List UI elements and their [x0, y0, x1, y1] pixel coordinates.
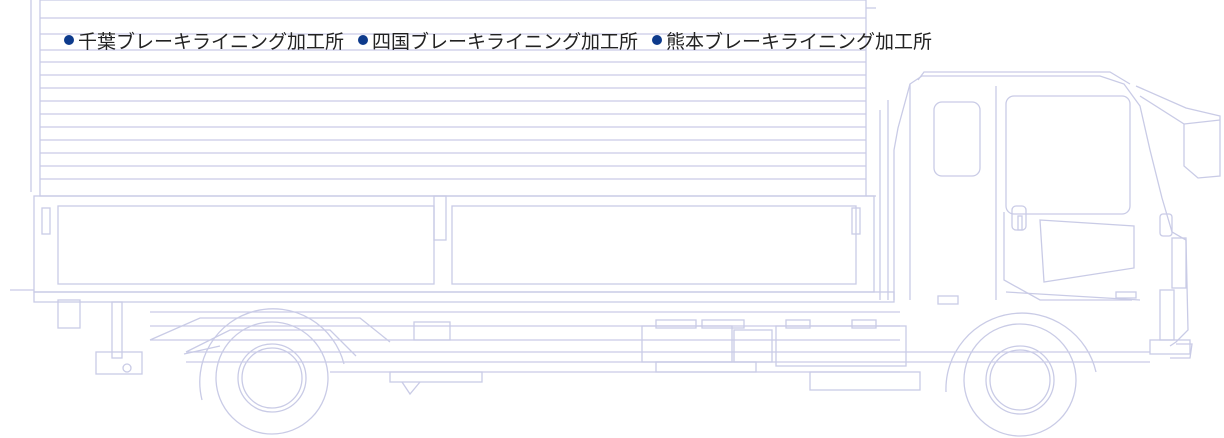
location-item: 四国ブレーキライニング加工所 [358, 27, 638, 54]
location-label: 四国ブレーキライニング加工所 [372, 30, 639, 53]
bullet-icon [652, 35, 663, 45]
location-item: 千葉ブレーキライニング加工所 [64, 27, 344, 54]
bullet-icon [64, 35, 74, 45]
location-list: 千葉ブレーキライニング加工所 四国ブレーキライニング加工所 熊本ブレーキライニン… [64, 24, 932, 56]
location-label: 千葉ブレーキライニング加工所 [78, 30, 345, 53]
bullet-icon [358, 35, 369, 45]
location-label: 熊本ブレーキライニング加工所 [666, 30, 933, 53]
location-item: 熊本ブレーキライニング加工所 [652, 27, 932, 54]
